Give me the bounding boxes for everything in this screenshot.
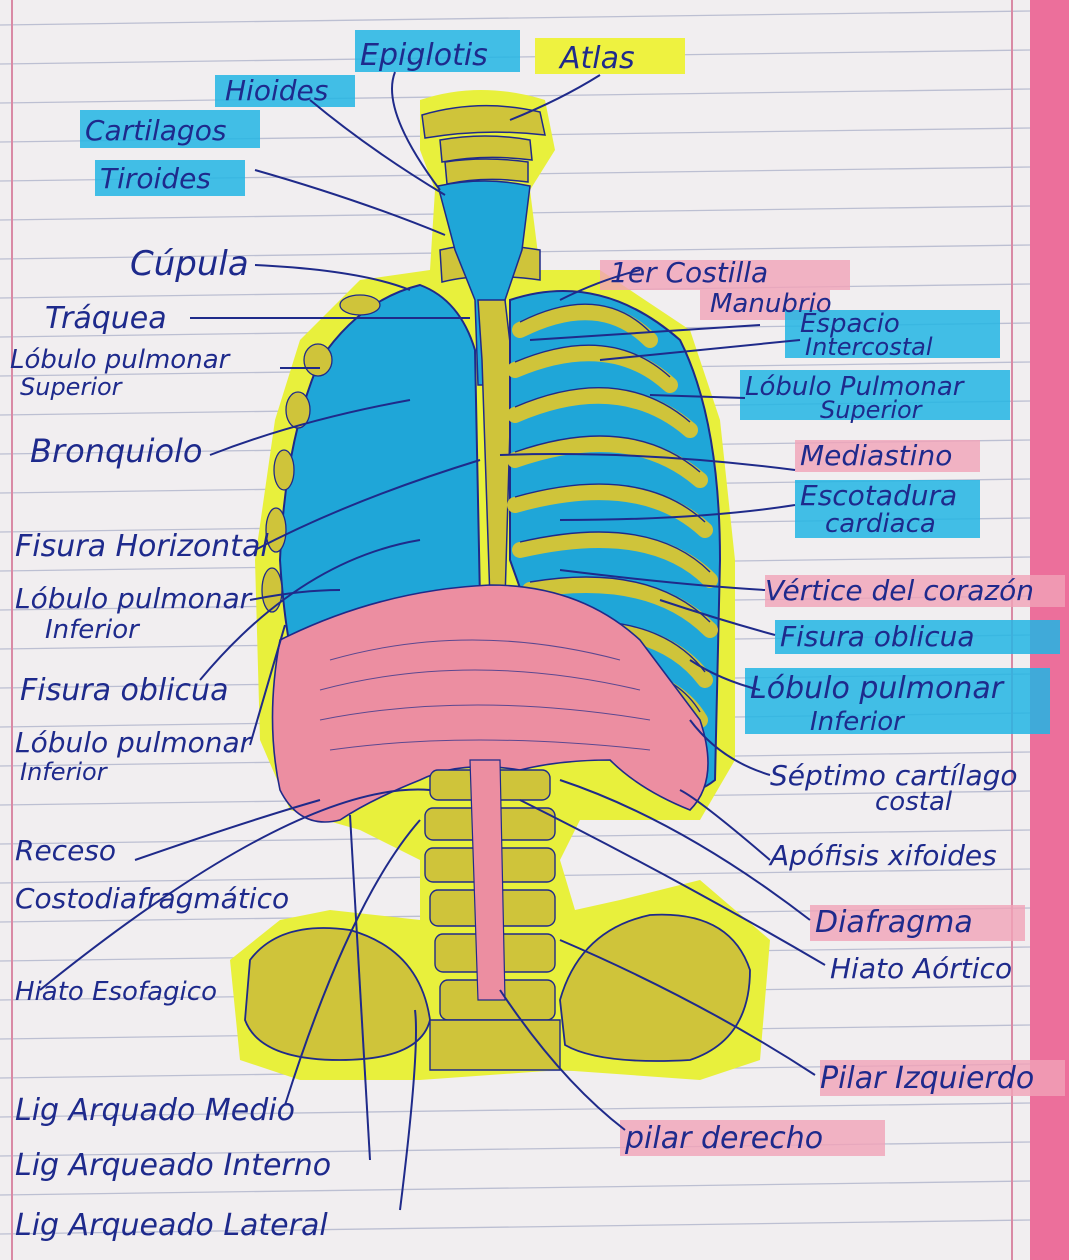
label-cupula: Cúpula xyxy=(130,244,249,284)
label-lig-interno: Lig Arqueado Interno xyxy=(15,1148,331,1183)
label-escotadura-1: Escotadura xyxy=(800,479,957,512)
label-atlas: Atlas xyxy=(558,41,635,76)
label-traquea: Tráquea xyxy=(45,301,167,336)
label-hiato-aortico: Hiato Aórtico xyxy=(830,952,1012,985)
label-receso-1: Receso xyxy=(15,834,116,867)
label-septimo-2: costal xyxy=(875,787,953,817)
label-espacio-2: Intercostal xyxy=(805,333,933,361)
label-hioides: Hioides xyxy=(225,74,328,107)
label-fisura-oblicua-right: Fisura oblicua xyxy=(780,620,975,653)
label-costilla: 1er Costilla xyxy=(610,256,768,289)
label-hiato-esofagico: Hiato Esofagico xyxy=(15,977,217,1007)
label-escotadura-2: cardiaca xyxy=(825,509,936,539)
label-diafragma: Diafragma xyxy=(815,905,973,940)
label-mediastino: Mediastino xyxy=(800,439,952,472)
label-fisura-oblicua-left: Fisura oblicua xyxy=(20,673,228,708)
label-cartilagos-2: Tiroides xyxy=(100,162,211,195)
label-lobulo-inf-left2-2: Inferior xyxy=(20,758,109,786)
label-lobulo-sup-left-1: Lóbulo pulmonar xyxy=(10,345,232,375)
label-vertice: Vértice del corazón xyxy=(765,574,1034,607)
label-lig-lateral: Lig Arqueado Lateral xyxy=(15,1208,328,1243)
label-pilar-izquierdo: Pilar Izquierdo xyxy=(820,1061,1034,1096)
label-epiglotis: Epiglotis xyxy=(360,38,488,73)
label-pilar-derecho: pilar derecho xyxy=(624,1121,823,1156)
label-bronquiolo: Bronquiolo xyxy=(30,432,203,470)
label-receso-2: Costodiafragmático xyxy=(15,882,289,915)
label-lig-medio: Lig Arquado Medio xyxy=(15,1093,295,1128)
label-lobulo-inf-left-2: Inferior xyxy=(45,615,141,645)
label-lobulo-inf-right-1: Lóbulo pulmonar xyxy=(750,671,1005,706)
label-cartilagos-1: Cartilagos xyxy=(85,114,226,147)
label-lobulo-inf-right-2: Inferior xyxy=(810,707,906,737)
label-lobulo-inf-left-1: Lóbulo pulmonar xyxy=(15,582,253,615)
label-apofisis: Apófisis xifoides xyxy=(768,839,997,872)
label-lobulo-sup-left-2: Superior xyxy=(20,373,124,401)
label-lobulo-sup-right-2: Superior xyxy=(820,396,924,424)
label-fisura-horizontal: Fisura Horizontal xyxy=(15,529,269,564)
label-lobulo-inf-left2-1: Lóbulo pulmonar xyxy=(15,726,253,759)
